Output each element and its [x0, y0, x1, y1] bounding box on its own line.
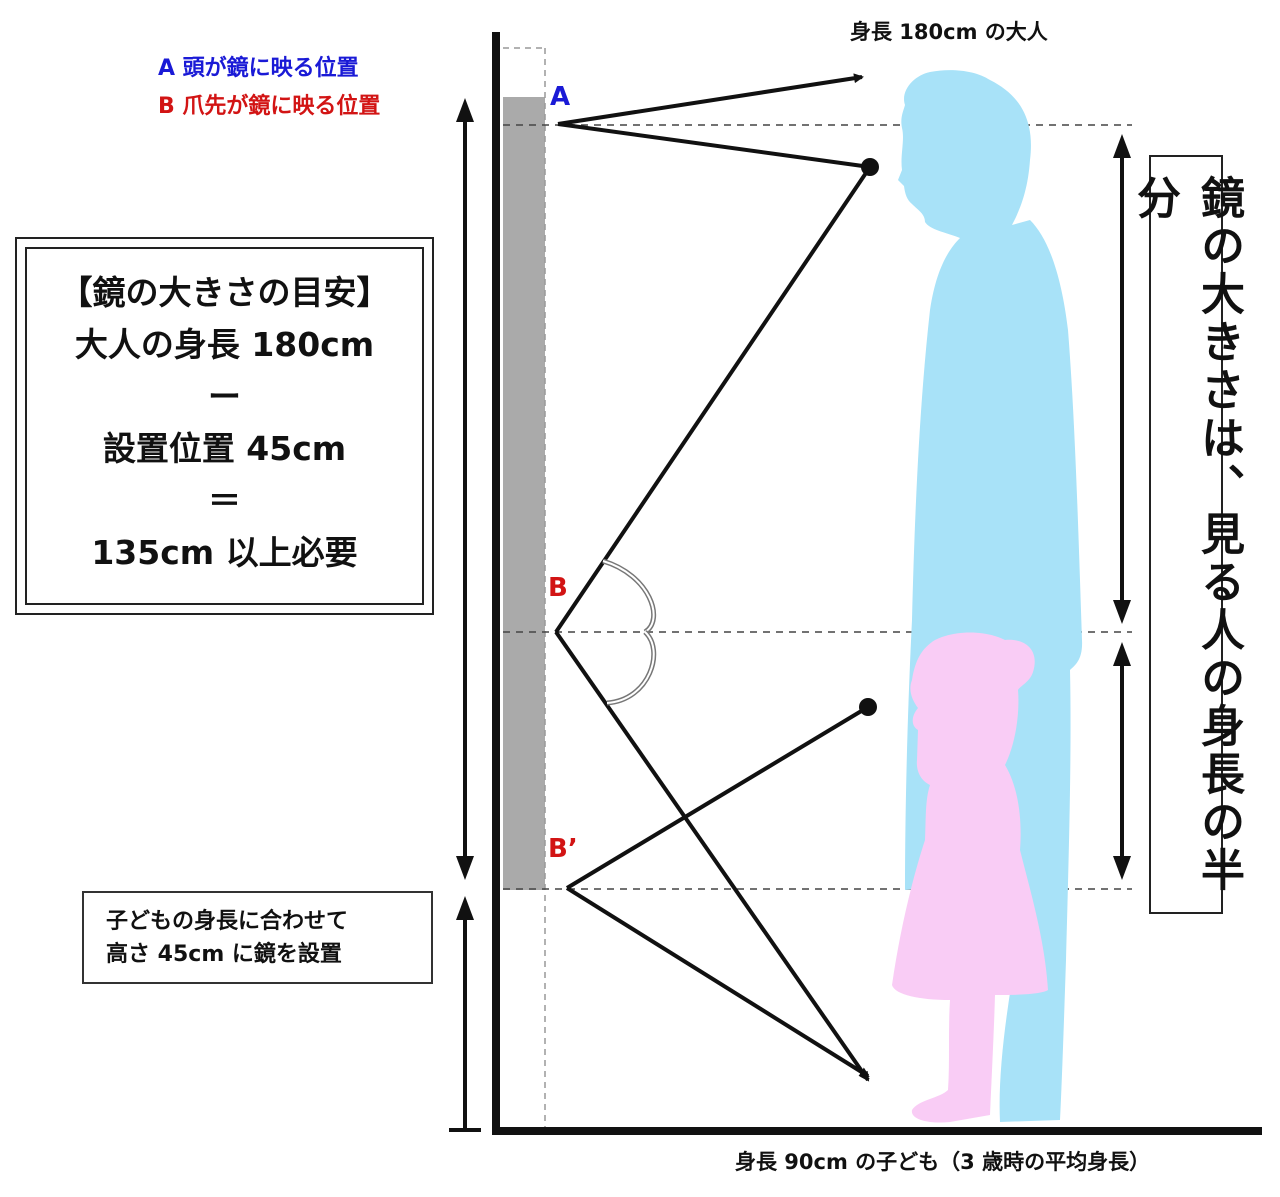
right-arrow-upper-bottom-head	[1113, 600, 1131, 624]
left-arrow-height-head	[456, 896, 474, 920]
child-note-line-2: 高さ 45cm に鏡を設置	[106, 941, 342, 967]
angle-arc-lower-inner	[606, 631, 655, 704]
child-note-line-1: 子どもの身長に合わせて	[106, 908, 349, 934]
size-guide-box: 【鏡の大きさの目安】 大人の身長 180cm ー 設置位置 45cm ＝ 135…	[15, 237, 434, 615]
ray-eye-b	[554, 165, 872, 634]
guide-line-result: 135cm 以上必要	[91, 533, 358, 572]
ray-bprime-feet	[565, 886, 870, 1078]
guide-equals-sign: ＝	[208, 481, 241, 520]
size-guide-inner: 【鏡の大きさの目安】 大人の身長 180cm ー 設置位置 45cm ＝ 135…	[25, 247, 424, 605]
ray-b-feet	[554, 630, 870, 1082]
right-arrow-lower-top-head	[1113, 642, 1131, 666]
guide-title: 【鏡の大きさの目安】	[59, 273, 390, 312]
ray-child-bprime	[565, 705, 870, 890]
right-arrow-upper-top-head	[1113, 134, 1131, 158]
legend-a-label: A 頭が鏡に映る位置	[158, 56, 359, 81]
guide-line-adult-height: 大人の身長 180cm	[74, 325, 375, 364]
adult-height-label: 身長 180cm の大人	[850, 20, 1048, 44]
guide-line-install-position: 設置位置 45cm	[102, 429, 347, 468]
angle-arc-upper-inner	[602, 560, 655, 633]
point-b-label: B	[548, 573, 568, 603]
angle-arc-upper	[602, 558, 657, 635]
child-silhouette	[892, 632, 1048, 1123]
ray-a-out	[557, 73, 864, 126]
right-arrow-lower-bottom-head	[1113, 856, 1131, 880]
left-arrow-mirror-bottom-head	[456, 856, 474, 880]
half-height-note-box: 鏡の大きさは、見る人の身長の半分	[1129, 155, 1244, 914]
child-install-note: 子どもの身長に合わせて 高さ 45cm に鏡を設置	[82, 891, 433, 984]
ray-a-eye	[557, 122, 871, 169]
left-arrow-mirror-top-head	[456, 98, 474, 122]
mirror	[503, 97, 545, 890]
child-eye-dot	[859, 698, 877, 716]
adult-eye-dot	[861, 158, 879, 176]
point-a-label: A	[550, 82, 571, 112]
half-height-note: 鏡の大きさは、見る人の身長の半分	[1129, 175, 1244, 895]
point-bprime-label: B’	[548, 834, 578, 864]
guide-minus-sign: ー	[208, 377, 241, 416]
angle-arc-lower	[606, 630, 657, 706]
legend-b-label: B 爪先が鏡に映る位置	[158, 94, 381, 119]
child-height-label: 身長 90cm の子ども（3 歳時の平均身長）	[735, 1150, 1151, 1174]
